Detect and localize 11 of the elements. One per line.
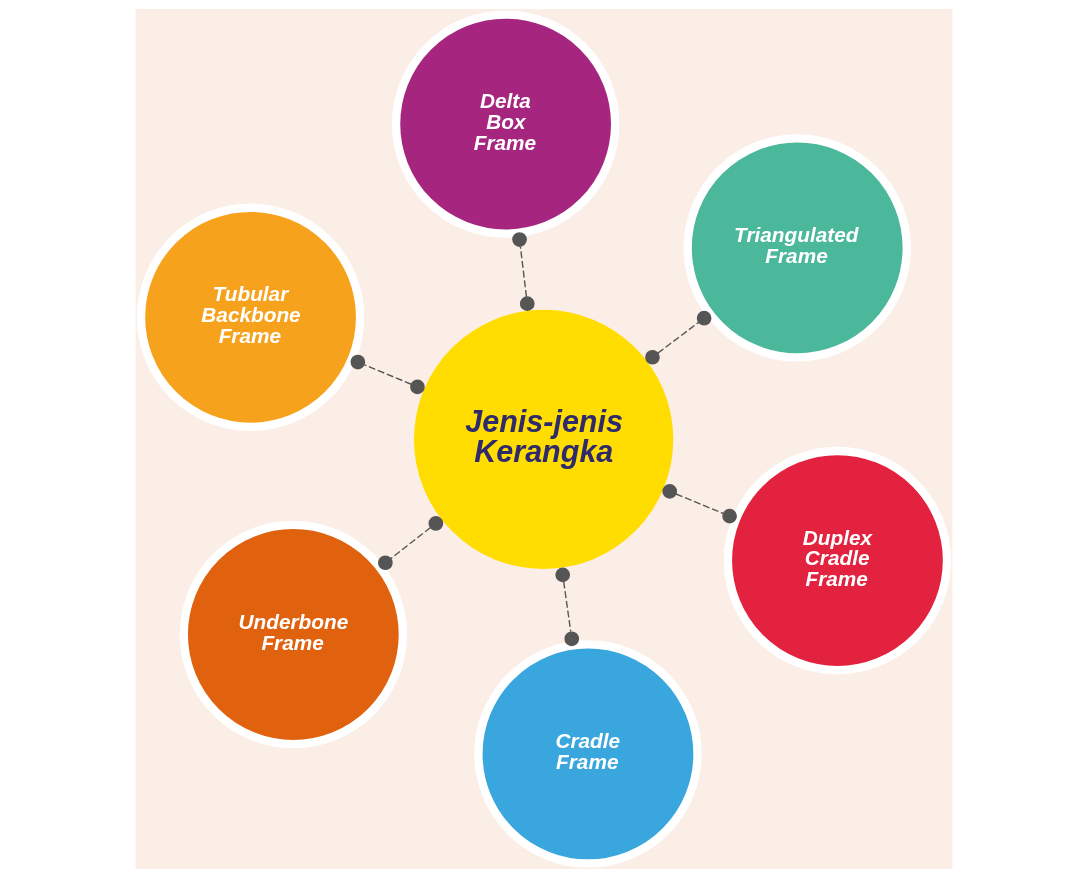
connector <box>377 515 443 570</box>
node-circle: Delta Box Frame <box>391 9 619 238</box>
connector <box>644 310 711 365</box>
node-circle: Cradle Frame <box>473 639 702 868</box>
node-circle: Triangulated Frame <box>683 133 911 362</box>
connector <box>661 483 737 523</box>
node-circle: Jenis-jenis Kerangka <box>413 309 673 569</box>
node-circle: Underbone Frame <box>179 520 407 748</box>
connector <box>554 567 579 646</box>
connector <box>350 354 425 394</box>
connector <box>511 231 535 311</box>
